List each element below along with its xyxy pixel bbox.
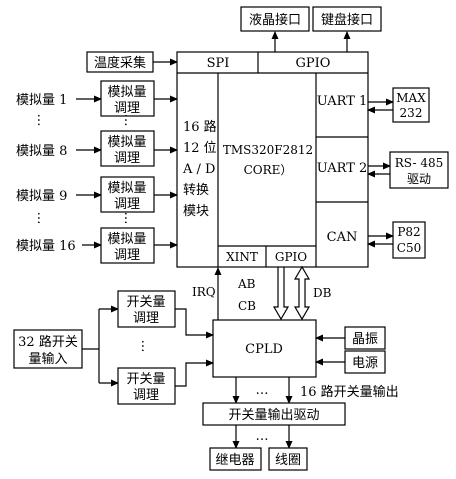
svg-text:调理: 调理 [133,388,159,403]
svg-text:模拟量 1: 模拟量 1 [16,93,67,108]
svg-text:…: … [256,429,269,444]
svg-text:驱动: 驱动 [407,172,431,186]
db-label: DB [313,286,332,300]
lcd-interface-label: 液晶接口 [249,12,301,28]
cpld-box [212,319,317,378]
coil-box [268,447,308,471]
switch-output-label: 16 路开关量输出 [300,384,399,400]
spi-label: SPI [207,56,230,71]
analog-channel-9: 模拟量 9 模拟量 调理 [16,176,178,213]
svg-text:开关量: 开关量 [126,372,165,387]
svg-text:模拟量 16: 模拟量 16 [16,239,76,254]
svg-text:调理: 调理 [133,311,159,326]
svg-text:开关量: 开关量 [126,295,165,310]
max232-box [392,87,430,123]
switch-output-driver-box [202,402,346,426]
svg-text:32 路开关: 32 路开关 [18,334,78,350]
analog-channel-1: 模拟量 1 模拟量 调理 [16,80,178,117]
svg-text:12 位: 12 位 [183,141,217,156]
dsp-chip-outline [176,51,369,268]
core-label-line1: TMS320F2812 [223,143,313,157]
svg-text:…: … [121,114,136,127]
lcd-interface-box [240,6,310,32]
svg-text:…: … [34,212,49,225]
svg-text:调理: 调理 [114,151,140,166]
cpld-label: CPLD [245,342,283,357]
uart1-label: UART 1 [317,94,368,109]
gpio-top-label: GPIO [296,56,331,71]
svg-text:调理: 调理 [114,197,140,212]
svg-text:MAX: MAX [396,91,426,105]
svg-text:电源: 电源 [352,356,378,371]
address-control-bus-arrow [272,267,290,321]
svg-text:线圈: 线圈 [275,453,301,468]
ab-label: AB [237,277,256,291]
rs485-driver-box [389,151,449,189]
switch-conditioner-top [117,290,176,328]
svg-text:模拟量 8: 模拟量 8 [16,144,67,159]
svg-text:调理: 调理 [114,101,140,116]
svg-text:模拟量: 模拟量 [107,181,146,196]
svg-text:…: … [138,340,153,353]
analog-channel-16: 模拟量 16 模拟量 调理 [16,227,178,264]
core-label-line2: CORE） [244,163,293,177]
keyboard-interface-label: 键盘接口 [321,12,373,28]
svg-text:RS- 485: RS- 485 [395,156,443,170]
svg-text:232: 232 [400,106,423,120]
gpio-bottom-label: GPIO [275,250,307,264]
temperature-label: 温度采集 [94,55,146,71]
relay-box [209,447,262,471]
adc-module-label: 16 路 12 位 A / D 转换 模块 [182,119,217,219]
svg-text:…: … [121,212,136,225]
svg-text:模拟量: 模拟量 [107,232,146,247]
irq-label: IRQ [192,285,216,299]
svg-text:转换: 转换 [183,183,209,198]
svg-text:…: … [34,114,49,127]
svg-text:模块: 模块 [183,204,209,219]
svg-text:继电器: 继电器 [215,453,254,468]
svg-text:模拟量 9: 模拟量 9 [16,189,67,204]
svg-text:调理: 调理 [114,248,140,263]
svg-text:A / D: A / D [182,162,215,177]
xint-label: XINT [226,250,258,264]
svg-text:量输入: 量输入 [28,351,67,367]
svg-text:模拟量: 模拟量 [107,135,146,150]
uart2-label: UART 2 [317,161,368,176]
cb-label: CB [238,299,256,313]
p82c50-box [392,221,426,259]
can-label: CAN [327,230,358,245]
data-bus-arrow [293,265,311,321]
svg-text:C50: C50 [397,241,421,255]
svg-text:开关量输出驱动: 开关量输出驱动 [228,407,319,423]
svg-text:模拟量: 模拟量 [107,85,146,100]
analog-channel-8: 模拟量 8 模拟量 调理 [16,130,178,167]
svg-text:P82: P82 [397,225,420,239]
svg-text:…: … [256,383,269,398]
svg-text:16 路: 16 路 [183,119,217,135]
svg-text:晶振: 晶振 [352,332,378,347]
